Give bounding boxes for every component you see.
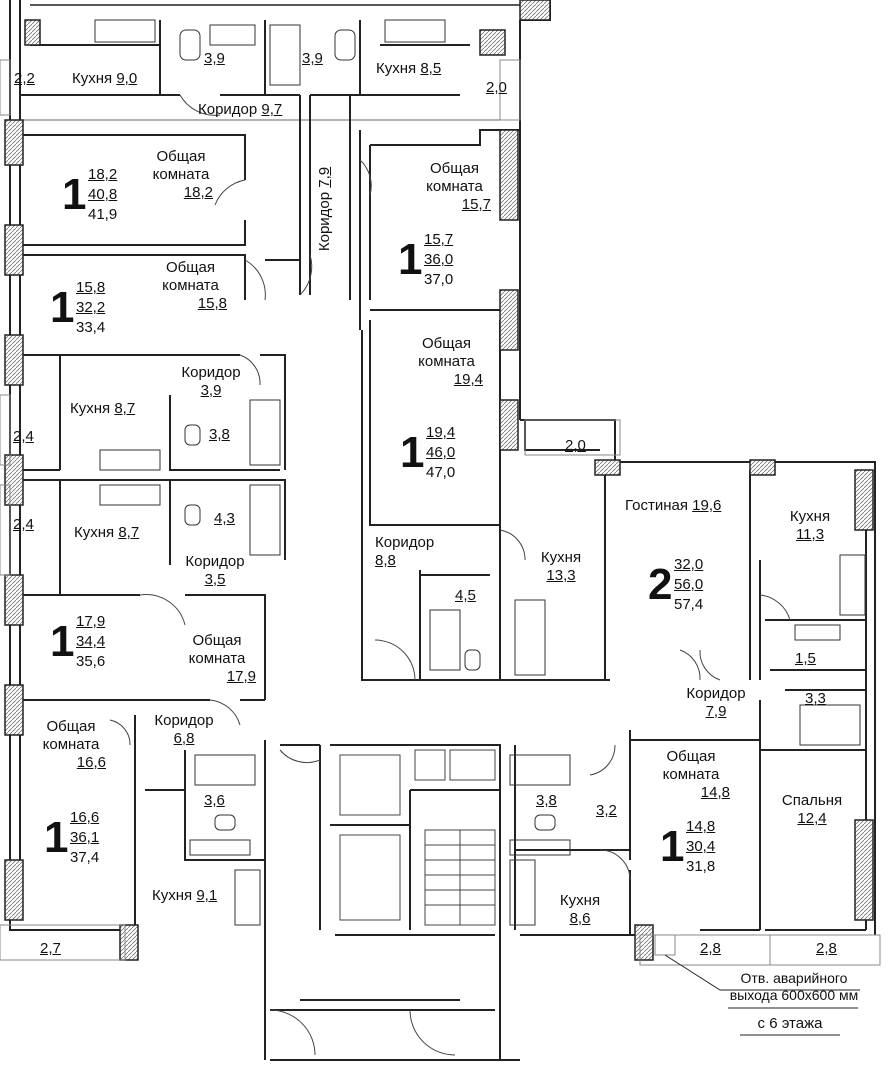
corridor-r3-area: 3,2 bbox=[596, 802, 617, 819]
balcony-r3-area: 2,8 bbox=[700, 940, 721, 957]
kitchen-l4-label: Кухня 8,7 bbox=[74, 524, 140, 541]
bath-l6-area: 3,6 bbox=[204, 792, 225, 809]
bath-r3-area: 3,8 bbox=[536, 792, 557, 809]
bath-r2-area: 4,5 bbox=[455, 587, 476, 604]
bath-l4-area: 4,3 bbox=[214, 510, 235, 527]
kitchen-tr-label: Кухня 8,5 bbox=[376, 60, 442, 77]
kitchen-tl-label: Кухня 9,0 bbox=[72, 70, 138, 87]
bath-2k-area: 3,3 bbox=[805, 690, 826, 707]
balcony-l3-area: 2,4 bbox=[13, 428, 34, 445]
corridor-vert-label: Коридор 7,9 bbox=[316, 166, 333, 252]
balcony-l6-area: 2,7 bbox=[40, 940, 61, 957]
balcony-2k-area: 2,8 bbox=[816, 940, 837, 957]
corridor-top-label: Коридор 9,7 bbox=[198, 101, 283, 118]
living-2k-label: Гостиная 19,6 bbox=[625, 497, 722, 514]
bath-tr-area: 3,9 bbox=[302, 50, 323, 67]
bath-l3-area: 3,8 bbox=[209, 426, 230, 443]
kitchen-l3-label: Кухня 8,7 bbox=[70, 400, 136, 417]
balcony-tl-area: 2,2 bbox=[14, 70, 35, 87]
balcony-l4-area: 2,4 bbox=[13, 516, 34, 533]
kitchen-l6-label: Кухня 9,1 bbox=[152, 887, 218, 904]
balcony-r2-area: 2,0 bbox=[565, 437, 586, 454]
bath-tl-area: 3,9 bbox=[204, 50, 225, 67]
balcony-tr-area: 2,0 bbox=[486, 79, 507, 96]
emergency-exit-floor-note: с 6 этажа bbox=[757, 1015, 823, 1032]
wc-2k-area: 1,5 bbox=[795, 650, 816, 667]
emergency-exit-note: Отв. аварийного выхода 600х600 мм bbox=[729, 970, 859, 1003]
